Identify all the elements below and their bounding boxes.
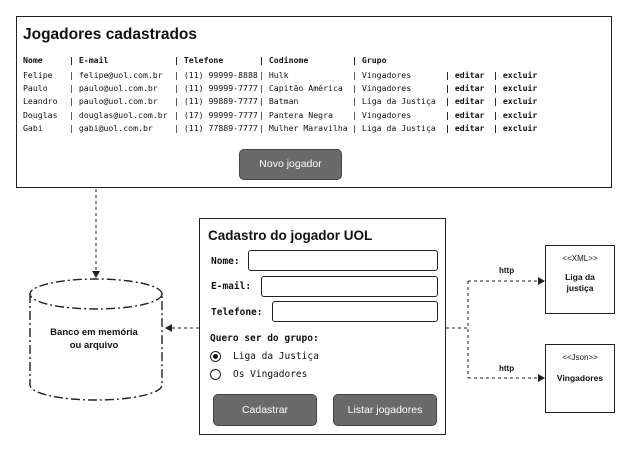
- radio-label: Liga da Justiça: [233, 351, 319, 362]
- delete-link[interactable]: excluir: [502, 96, 538, 107]
- cell-email: | felipe@uol.com.br: [69, 70, 163, 80]
- header-nome: Nome: [23, 55, 43, 65]
- database-label-line1: Banco em memória: [50, 327, 138, 338]
- group-prompt: Quero ser do grupo:: [210, 333, 319, 344]
- http-label-xml: http: [499, 266, 515, 275]
- table-row: Leandro | paulo@uol.com.br | (11) 99889-…: [23, 95, 537, 108]
- external-name-line2: justiça: [566, 283, 594, 293]
- delete-link[interactable]: excluir: [502, 70, 538, 80]
- radio-button[interactable]: [210, 369, 221, 380]
- edit-link[interactable]: editar: [454, 83, 485, 94]
- cell-telefone: | (11) 99889-7777: [174, 96, 258, 107]
- cell-grupo: | Liga da Justiça: [352, 96, 436, 107]
- cell-email: | douglas@uol.com.br: [69, 109, 168, 120]
- new-player-button[interactable]: Novo jogador: [239, 149, 342, 180]
- table-row: Felipe | felipe@uol.com.br | (11) 99999-…: [23, 69, 537, 82]
- cell-telefone: | (17) 99999-7777: [174, 109, 258, 120]
- cell-codinome: | Batman: [259, 96, 299, 107]
- radio-selected-dot: [213, 354, 218, 359]
- cell-grupo: | Vingadores: [352, 70, 412, 80]
- header-email-text: E-mail: [78, 55, 109, 65]
- form-db-arrowhead: [165, 324, 172, 332]
- email-label: E-mail:: [211, 281, 252, 292]
- list-players-button[interactable]: Listar jogadores: [333, 394, 437, 426]
- panel-db-arrowhead: [92, 271, 100, 278]
- edit-link[interactable]: editar: [454, 122, 485, 133]
- header-grupo: | Grupo: [352, 55, 387, 65]
- name-field[interactable]: [248, 250, 438, 271]
- json-arrowhead: [538, 374, 545, 382]
- xml-arrowhead: [538, 277, 545, 285]
- edit-link[interactable]: editar: [454, 109, 485, 120]
- player-form-panel: Cadastro do jogador UOL Nome: E-mail: Te…: [199, 218, 446, 435]
- header-telefone: | Telefone: [174, 55, 224, 65]
- header-codinome: | Codinome: [259, 55, 309, 65]
- phone-field[interactable]: [272, 301, 438, 322]
- cell-codinome: | Mulher Maravilha: [259, 122, 348, 133]
- table-row: Douglas | douglas@uol.com.br | (17) 9999…: [23, 109, 537, 122]
- table-header-row: Nome | E-mail | Telefone | Codinome | Gr…: [23, 53, 537, 69]
- database-label: Banco em memória ou arquivo: [40, 326, 148, 352]
- cell-grupo: | Vingadores: [352, 83, 412, 94]
- http-label-json: http: [499, 364, 515, 373]
- header-grupo-text: Grupo: [361, 55, 387, 65]
- database-cylinder: [29, 278, 163, 401]
- radio-button-selected[interactable]: [210, 351, 221, 362]
- cell-email: | paulo@uol.com.br: [69, 96, 158, 107]
- database-label-line2: ou arquivo: [69, 340, 119, 351]
- delete-link[interactable]: excluir: [502, 83, 538, 94]
- external-system-vingadores: <<Json>> Vingadores: [545, 344, 615, 413]
- cell-codinome: | Pantera Negra: [259, 109, 333, 120]
- external-name-line1: Vingadores: [556, 373, 604, 383]
- delete-link[interactable]: excluir: [502, 122, 538, 133]
- cell-codinome: | Hulk: [259, 70, 289, 80]
- cell-telefone: | (11) 99999-7777: [174, 83, 258, 94]
- table-row: Gabi | gabi@uol.com.br | (11) 77889-7777…: [23, 122, 537, 135]
- cell-codinome: | Capitão América: [259, 83, 343, 94]
- external-tag: <<Json>>: [562, 353, 598, 362]
- radio-option-vingadores[interactable]: Os Vingadores: [210, 368, 370, 382]
- name-label: Nome:: [211, 256, 240, 267]
- header-codinome-text: Codinome: [268, 55, 309, 65]
- cell-nome: Felipe: [23, 70, 53, 80]
- table-row: Paulo | paulo@uol.com.br | (11) 99999-77…: [23, 82, 537, 95]
- cell-nome: Leandro: [23, 96, 58, 107]
- radio-label: Os Vingadores: [233, 369, 308, 380]
- cell-grupo: | Vingadores: [352, 109, 412, 120]
- cell-nome: Paulo: [23, 83, 48, 94]
- players-panel: Jogadores cadastrados Nome | E-mail | Te…: [16, 16, 612, 188]
- cell-telefone: | (11) 99999-8888: [174, 70, 258, 80]
- edit-link[interactable]: editar: [454, 70, 485, 80]
- players-panel-title: Jogadores cadastrados: [23, 26, 198, 43]
- cell-email: | gabi@uol.com.br: [69, 122, 153, 133]
- form-title: Cadastro do jogador UOL: [208, 228, 373, 243]
- header-email: | E-mail: [69, 55, 109, 65]
- edit-link[interactable]: editar: [454, 96, 485, 107]
- phone-label: Telefone:: [211, 307, 263, 318]
- external-system-liga: <<XML>> Liga da justiça: [545, 245, 615, 314]
- cell-nome: Gabi: [23, 122, 43, 133]
- email-field[interactable]: [261, 276, 438, 297]
- cell-nome: Douglas: [23, 109, 58, 120]
- header-telefone-text: Telefone: [183, 55, 224, 65]
- delete-link[interactable]: excluir: [502, 109, 538, 120]
- cell-grupo: | Liga da Justiça: [352, 122, 436, 133]
- external-tag: <<XML>>: [562, 254, 598, 263]
- submit-button[interactable]: Cadastrar: [213, 394, 317, 426]
- external-name-line1: Liga da: [565, 272, 595, 282]
- cell-email: | paulo@uol.com.br: [69, 83, 158, 94]
- players-table: Nome | E-mail | Telefone | Codinome | Gr…: [23, 53, 537, 135]
- radio-option-liga[interactable]: Liga da Justiça: [210, 350, 370, 364]
- cell-telefone: | (11) 77889-7777: [174, 122, 258, 133]
